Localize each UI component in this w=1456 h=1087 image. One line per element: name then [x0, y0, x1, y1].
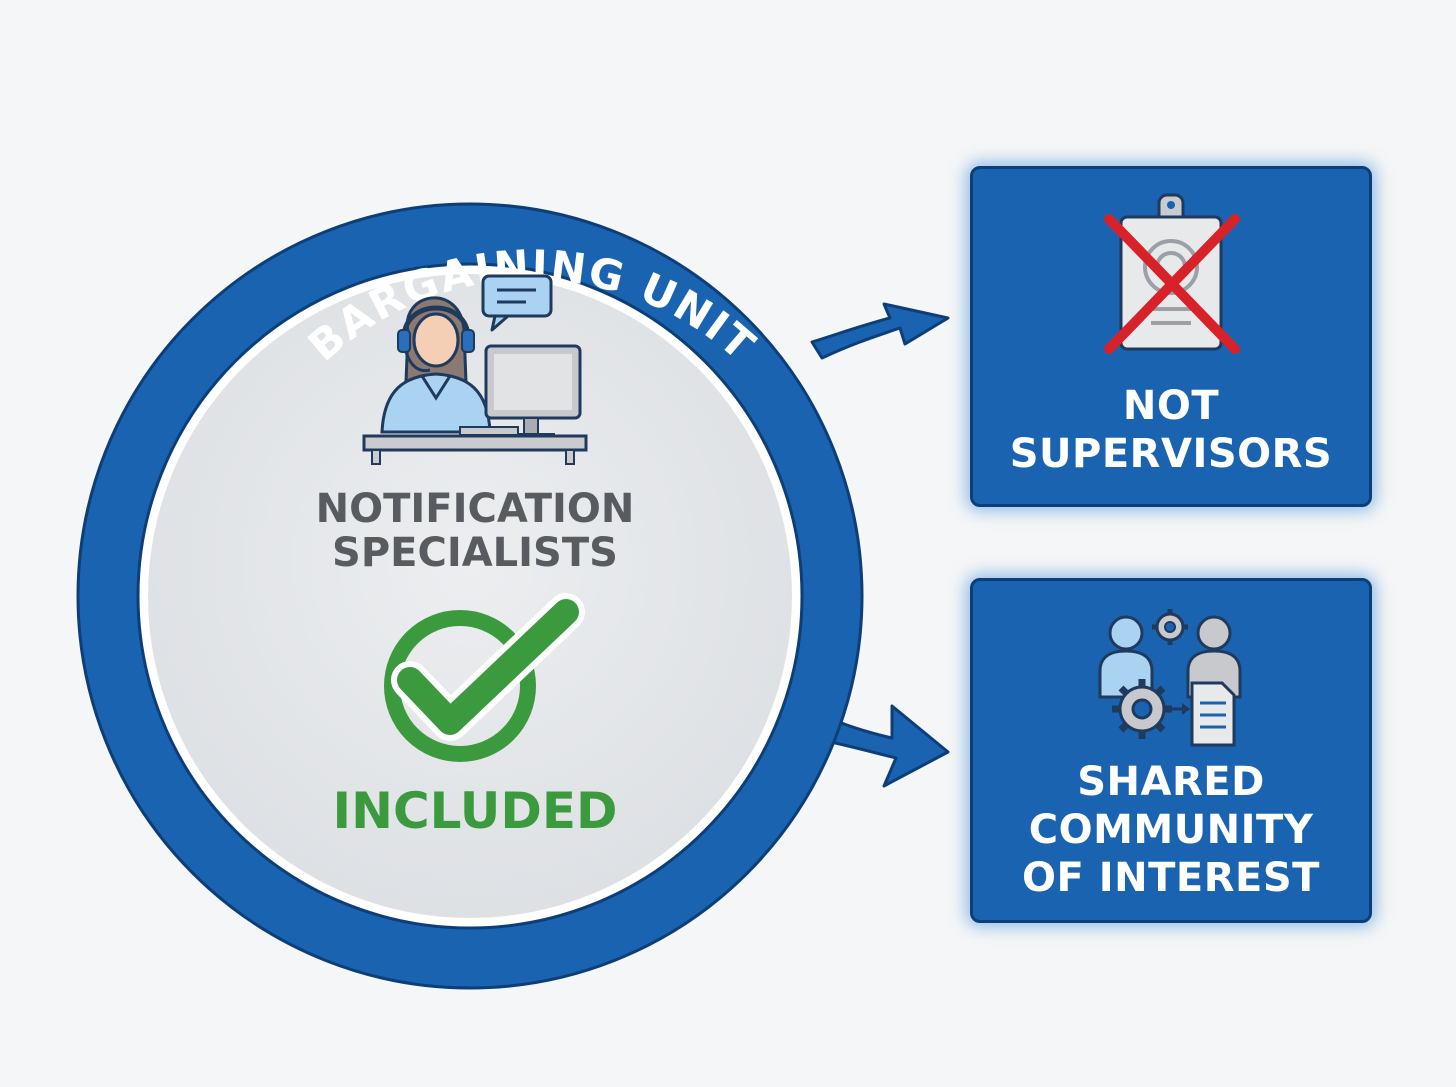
box-line: COMMUNITY [973, 806, 1369, 854]
shared-community-label: SHARED COMMUNITY OF INTEREST [973, 758, 1369, 902]
not-supervisors-box: NOT SUPERVISORS [970, 166, 1372, 507]
role-label-line-1: NOTIFICATION [316, 486, 635, 532]
not-supervisors-label: NOT SUPERVISORS [973, 382, 1369, 478]
included-label: INCLUDED [333, 782, 618, 840]
box-line: SUPERVISORS [973, 430, 1369, 478]
crossed-out-badge-icon [1091, 191, 1251, 361]
team-collaboration-icon [1096, 609, 1246, 749]
box-line: OF INTEREST [973, 854, 1369, 902]
arrow-to-not-supervisors [812, 304, 948, 358]
box-line: SHARED [973, 758, 1369, 806]
shared-community-box: SHARED COMMUNITY OF INTEREST [970, 578, 1372, 923]
box-line: NOT [973, 382, 1369, 430]
role-label-line-2: SPECIALISTS [332, 530, 618, 576]
